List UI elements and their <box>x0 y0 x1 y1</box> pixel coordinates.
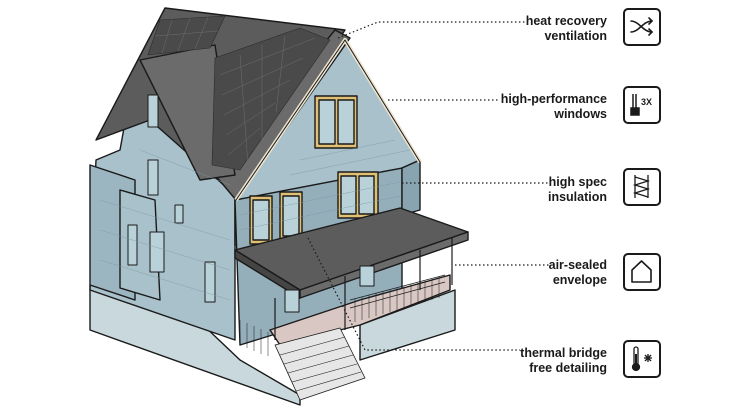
thermometer-snowflake-icon <box>623 340 661 378</box>
solar-panels <box>147 15 331 171</box>
window-left-upper <box>147 94 159 128</box>
house-outline-icon <box>623 253 661 291</box>
leader-lines <box>307 21 550 351</box>
feature-label-thermal-bridge: thermal bridge free detailing <box>520 346 607 375</box>
feature-label-heat-recovery: heat recovery ventilation <box>525 14 607 43</box>
window-left-mid <box>147 159 159 196</box>
triple-glazing-icon: 3X <box>623 86 661 124</box>
glazing-multiplier: 3X <box>641 97 653 107</box>
feature-label-insulation: high spec insulation <box>547 175 607 204</box>
feature-label-windows: high-performance windows <box>500 92 607 121</box>
insulation-icon <box>623 168 661 206</box>
feature-label-envelope: air-sealed envelope <box>548 258 607 287</box>
heat-exchanger-icon <box>623 8 661 46</box>
